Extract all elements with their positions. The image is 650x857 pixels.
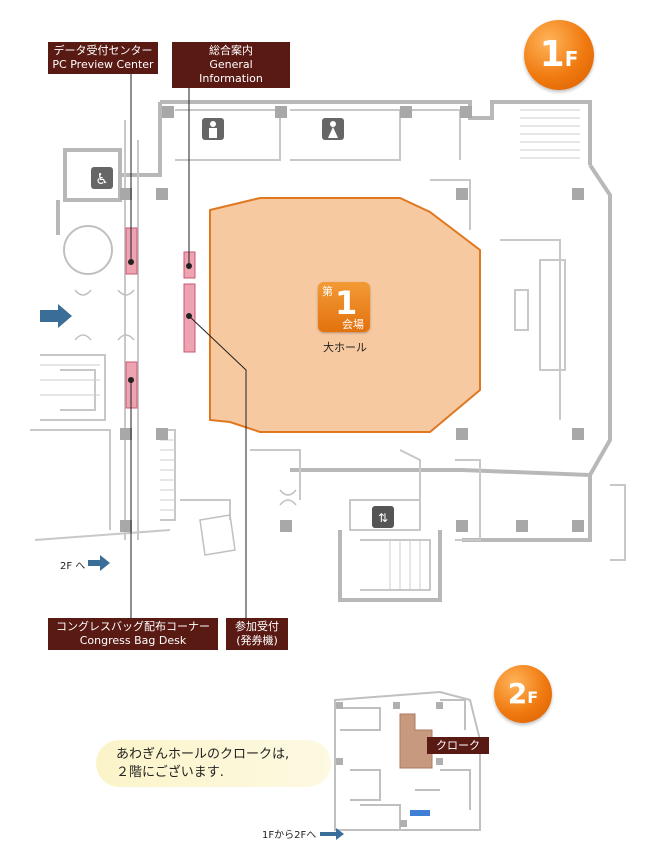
from-1f-arrow-icon: [320, 828, 344, 840]
hall-number: 1: [335, 284, 358, 322]
from-1f-to-2f-label: 1Fから2Fへ: [262, 830, 317, 841]
bag-desk-label-en: Congress Bag Desk: [79, 634, 187, 647]
svg-text:⇅: ⇅: [378, 511, 388, 525]
svg-text:♿: ♿: [95, 170, 108, 188]
hall-dai: 第: [322, 285, 333, 298]
floor-2f-badge: 2F: [494, 665, 552, 723]
bag-desk-label: コングレスバッグ配布コーナー Congress Bag Desk: [48, 618, 218, 650]
bag-desk-label-jp: コングレスバッグ配布コーナー: [56, 620, 210, 633]
floor-1f-badge: 1F: [524, 20, 594, 90]
cloak-note-line2: ２階にございます.: [116, 765, 224, 780]
general-info-label-jp: 総合案内: [209, 44, 253, 57]
floor-1f-number: 1: [539, 34, 565, 75]
cloak-note-line1: あわぎんホールのクロークは,: [116, 747, 290, 762]
hall-number-badge: 第 1 会場: [318, 282, 370, 332]
floor-1f-unit: F: [564, 47, 579, 71]
cloak-area[interactable]: [399, 713, 433, 769]
wheelchair-icon: [91, 167, 113, 189]
floor-2f-unit: F: [527, 688, 539, 707]
floor-plan-2f: [320, 690, 481, 840]
hall-kaijo: 会場: [342, 318, 364, 331]
registration-label-sub: (発券機): [236, 634, 278, 647]
registration-label: 参加受付 (発券機): [226, 618, 288, 650]
to-2f-arrow-icon: [88, 555, 110, 571]
cloak-note: あわぎんホールのクロークは, ２階にございます.: [96, 740, 331, 787]
to-2f-label: 2F へ: [60, 561, 86, 572]
data-center-label-jp: データ受付センター: [53, 44, 153, 57]
registration-label-jp: 参加受付: [235, 620, 279, 633]
data-center-label-en: PC Preview Center: [52, 58, 154, 71]
elevator-icon: [372, 506, 394, 528]
data-center-label: データ受付センター PC Preview Center: [48, 42, 158, 74]
floor-2f-number: 2: [507, 677, 528, 710]
general-info-label-en: General Information: [199, 58, 263, 85]
hall-name: 大ホール: [323, 341, 367, 354]
entrance-arrow-icon: [40, 304, 72, 328]
stair-2f-marker: [410, 810, 430, 816]
cloak-label: クローク: [427, 737, 489, 754]
general-info-label: 総合案内 General Information: [172, 42, 290, 88]
